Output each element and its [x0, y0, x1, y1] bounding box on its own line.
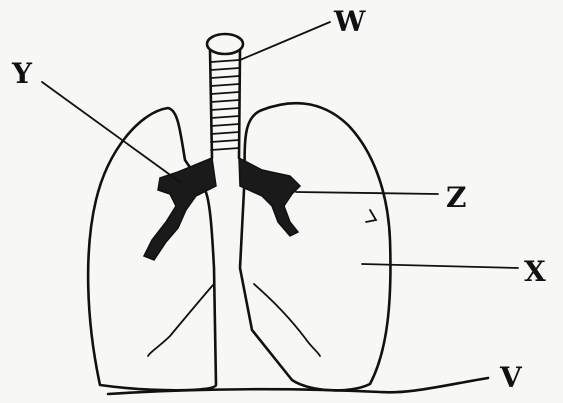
diaphragm-line: [108, 378, 488, 394]
label-v: V: [500, 364, 522, 392]
label-w: W: [334, 8, 365, 36]
pointer-x: [362, 264, 518, 268]
left-bronchus: [144, 158, 216, 260]
trachea-right-wall: [239, 50, 240, 158]
left-lung-fissure: [148, 285, 213, 356]
right-lung-notch: [366, 210, 376, 222]
pointer-w: [240, 22, 330, 60]
label-x: X: [524, 258, 546, 286]
pointer-y: [42, 82, 180, 182]
pointer-z: [296, 192, 438, 194]
right-bronchus: [239, 158, 300, 236]
label-z: Z: [446, 184, 466, 212]
label-y: Y: [12, 60, 32, 88]
trachea-opening: [207, 34, 243, 54]
right-lung-outline: [240, 103, 390, 390]
trachea-cartilage-rings: [211, 60, 239, 150]
